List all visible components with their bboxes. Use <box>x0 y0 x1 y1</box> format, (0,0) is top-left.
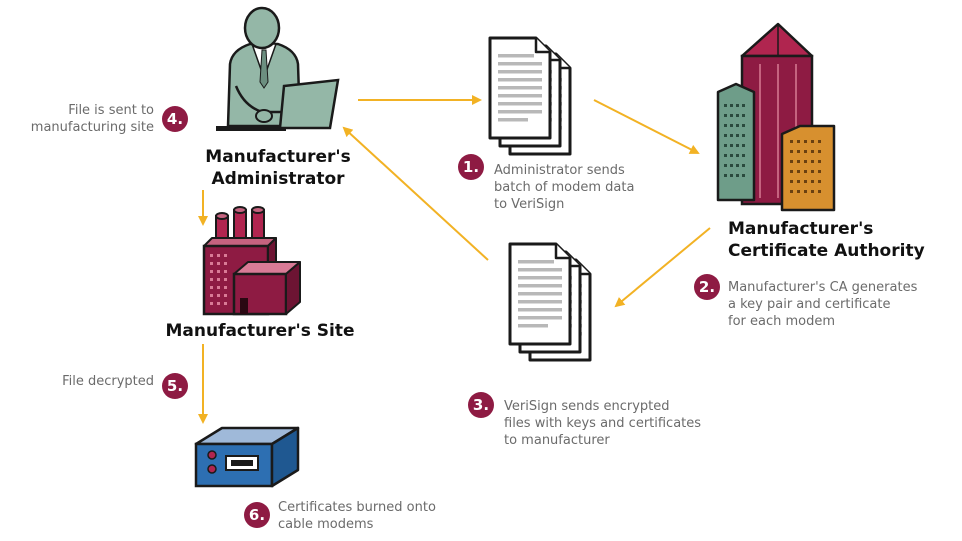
step-6-number: 6. <box>248 506 266 524</box>
step-3-line: VeriSign sends encrypted <box>504 399 670 414</box>
step-6-line: Certificates burned onto <box>278 500 436 515</box>
administrator-label-line2: Administrator <box>211 169 345 189</box>
step-4-line: manufacturing site <box>30 120 154 135</box>
step-4-line: File is sent to <box>68 103 154 118</box>
flow-arrows <box>198 95 711 424</box>
step-2-text: Manufacturer's CA generates a key pair a… <box>728 279 917 330</box>
step-5-text: File decrypted <box>20 373 154 390</box>
step-2-line: Manufacturer's CA generates <box>728 280 918 295</box>
step-3-line: files with keys and certificates <box>504 416 702 431</box>
arrow-ca-to-documents <box>614 227 711 308</box>
site-label-text: Manufacturer's Site <box>165 321 355 341</box>
step-6-badge: 6. <box>244 502 270 528</box>
step-1-line: to VeriSign <box>494 197 565 212</box>
step-2-line: a key pair and certificate <box>728 297 891 312</box>
arrow-documents-to-ca <box>593 99 700 154</box>
ca-label-line2: Certificate Authority <box>728 241 925 261</box>
step-5-line: File decrypted <box>62 374 154 389</box>
cable-modem-icon <box>194 426 300 488</box>
step-3-badge: 3. <box>468 392 494 418</box>
administrator-label: Manufacturer's Administrator <box>196 146 360 190</box>
document-stack-icon <box>508 242 592 362</box>
ca-label-line1: Manufacturer's <box>728 219 874 239</box>
person-laptop-icon <box>216 6 340 131</box>
step-5-badge: 5. <box>162 373 188 399</box>
step-1-line: Administrator sends <box>494 163 625 178</box>
step-2-number: 2. <box>698 278 716 296</box>
step-4-number: 4. <box>166 110 184 128</box>
step-6-line: cable modems <box>278 517 374 532</box>
certificate-authority-label: Manufacturer's Certificate Authority <box>728 218 925 262</box>
step-1-text: Administrator sends batch of modem data … <box>494 162 634 213</box>
arrow-documents-to-admin <box>342 126 489 261</box>
step-3-text: VeriSign sends encrypted files with keys… <box>504 398 701 449</box>
step-3-number: 3. <box>472 396 490 414</box>
site-label: Manufacturer's Site <box>160 320 360 342</box>
step-1-badge: 1. <box>458 154 484 180</box>
step-5-number: 5. <box>166 377 184 395</box>
step-6-text: Certificates burned onto cable modems <box>278 499 436 533</box>
step-1-number: 1. <box>462 158 480 176</box>
step-4-text: File is sent to manufacturing site <box>20 102 154 136</box>
step-3-line: to manufacturer <box>504 433 610 448</box>
step-1-line: batch of modem data <box>494 180 635 195</box>
step-2-badge: 2. <box>694 274 720 300</box>
step-2-line: for each modem <box>728 314 836 329</box>
administrator-label-line1: Manufacturer's <box>205 147 351 167</box>
factory-icon <box>202 206 301 316</box>
skyscraper-buildings-icon <box>716 22 836 212</box>
document-stack-icon <box>488 36 572 156</box>
step-4-badge: 4. <box>162 106 188 132</box>
